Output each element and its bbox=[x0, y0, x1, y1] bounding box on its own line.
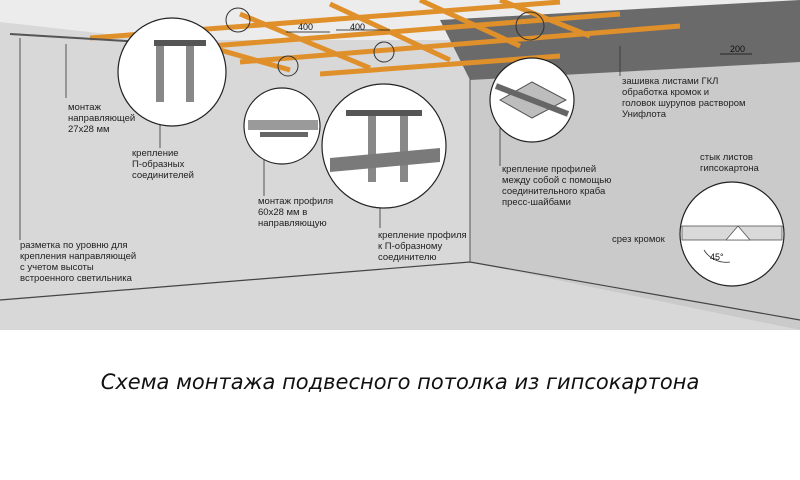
bubble-icon bbox=[373, 41, 395, 63]
dimension-a: 400 bbox=[298, 22, 314, 32]
label-profile-mount: монтаж профиля 60х28 мм в направляющую bbox=[258, 196, 334, 229]
bubble-icon bbox=[277, 55, 299, 77]
detail-bracket-circle bbox=[117, 17, 227, 127]
bubble-icon bbox=[515, 11, 545, 41]
label-marking: разметка по уровню для крепления направл… bbox=[20, 240, 137, 284]
label-joint: стык листов гипсокартона bbox=[700, 152, 759, 174]
label-edge-cut: срез кромок bbox=[612, 234, 665, 245]
dimension-edge: 200 bbox=[730, 44, 746, 54]
label-crab: крепление профилей между собой с помощью… bbox=[502, 164, 612, 208]
label-putty: зашивка листами ГКЛ обработка кромок и г… bbox=[622, 76, 746, 120]
diagram-caption: Схема монтажа подвесного потолка из гипс… bbox=[100, 370, 700, 394]
bubble-icon bbox=[225, 7, 251, 33]
detail-joint-circle bbox=[679, 181, 785, 287]
detail-profile-circle bbox=[243, 87, 321, 165]
label-profile-fix: крепление профиля к П-образному соединит… bbox=[378, 230, 467, 263]
label-u-bracket: крепление П-образных соединителей bbox=[132, 148, 194, 181]
room-illustration bbox=[0, 0, 800, 330]
angle-label: 45° bbox=[710, 252, 724, 262]
detail-crab-circle bbox=[489, 57, 575, 143]
label-guide-mount: монтаж направляющей 27х28 мм bbox=[68, 102, 136, 135]
detail-fix-circle bbox=[321, 83, 447, 209]
dimension-b: 400 bbox=[350, 22, 366, 32]
